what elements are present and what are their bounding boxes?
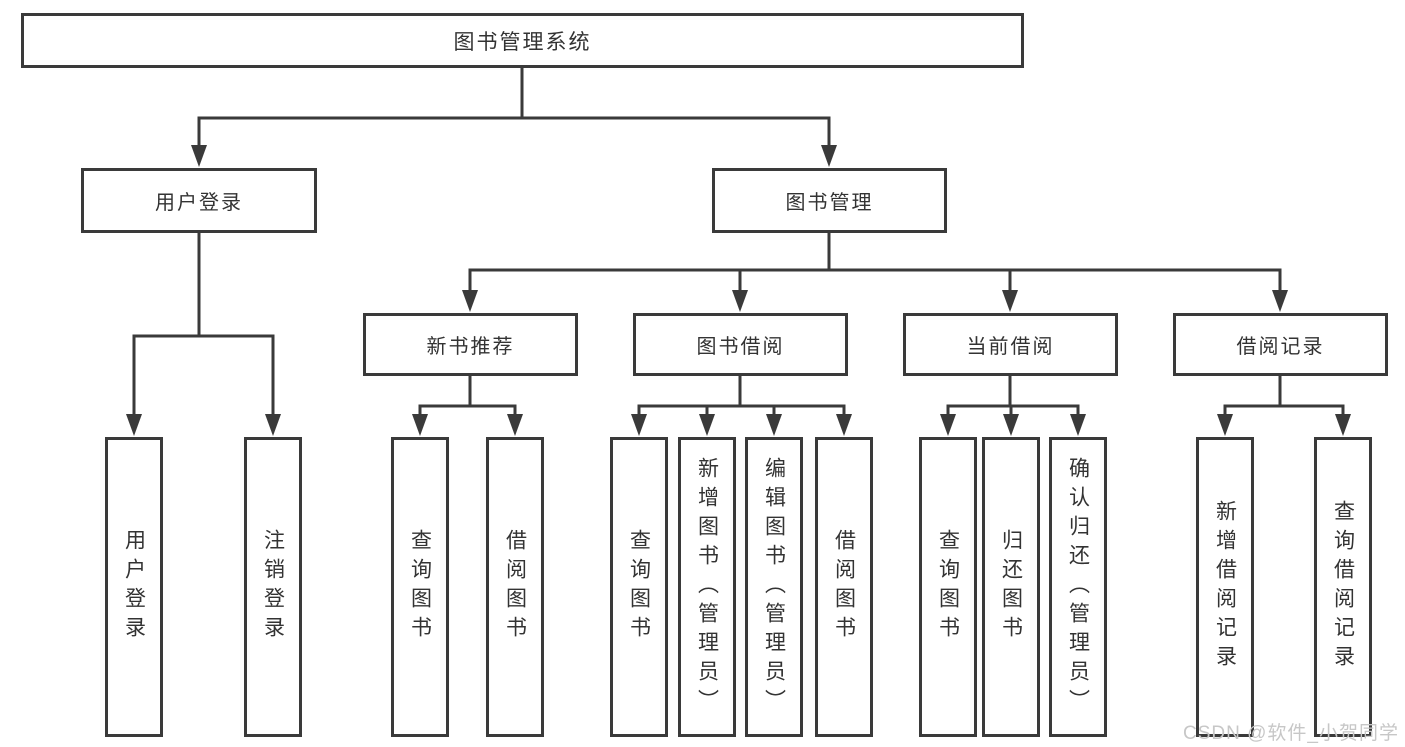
leaf-borrow-books-recommend: 借阅图书 [486,437,544,737]
leaf-borrow-books-borrowing: 借阅图书 [815,437,873,737]
node-book-management: 图书管理 [712,168,947,233]
arrowhead-icon [732,290,748,312]
arrowhead-icon [1002,290,1018,312]
arrowhead-icon [1272,290,1288,312]
leaf-query-books-recommend: 查询图书 [391,437,449,737]
arrowhead-icon [699,414,715,436]
csdn-watermark: CSDN @软件_小贺同学 [1183,723,1399,744]
node-book-borrowing: 图书借阅 [633,313,848,376]
arrowhead-icon [1217,414,1233,436]
arrowhead-icon [836,414,852,436]
arrowhead-icon [1003,414,1019,436]
node-current-borrowing: 当前借阅 [903,313,1118,376]
arrowhead-icon [766,414,782,436]
leaf-query-borrow-record: 查询借阅记录 [1314,437,1372,737]
arrowhead-icon [1335,414,1351,436]
node-user-login: 用户登录 [81,168,317,233]
arrowhead-icon [821,145,837,167]
arrowhead-icon [412,414,428,436]
leaf-edit-book-admin: 编辑图书（管理员） [745,437,803,737]
node-borrowing-records: 借阅记录 [1173,313,1388,376]
node-library-management-system: 图书管理系统 [21,13,1024,68]
arrowhead-icon [126,414,142,436]
arrowhead-icon [507,414,523,436]
leaf-confirm-return-admin: 确认归还（管理员） [1049,437,1107,737]
leaf-query-books-current: 查询图书 [919,437,977,737]
leaf-return-book: 归还图书 [982,437,1040,737]
node-new-book-recommend: 新书推荐 [363,313,578,376]
leaf-add-borrow-record: 新增借阅记录 [1196,437,1254,737]
arrowhead-icon [462,290,478,312]
leaf-query-books-borrowing: 查询图书 [610,437,668,737]
arrowhead-icon [191,145,207,167]
leaf-add-book-admin: 新增图书（管理员） [678,437,736,737]
arrowhead-icon [631,414,647,436]
leaf-logout: 注销登录 [244,437,302,737]
arrowhead-icon [940,414,956,436]
arrowhead-icon [1070,414,1086,436]
leaf-user-login: 用户登录 [105,437,163,737]
arrowhead-icon [265,414,281,436]
